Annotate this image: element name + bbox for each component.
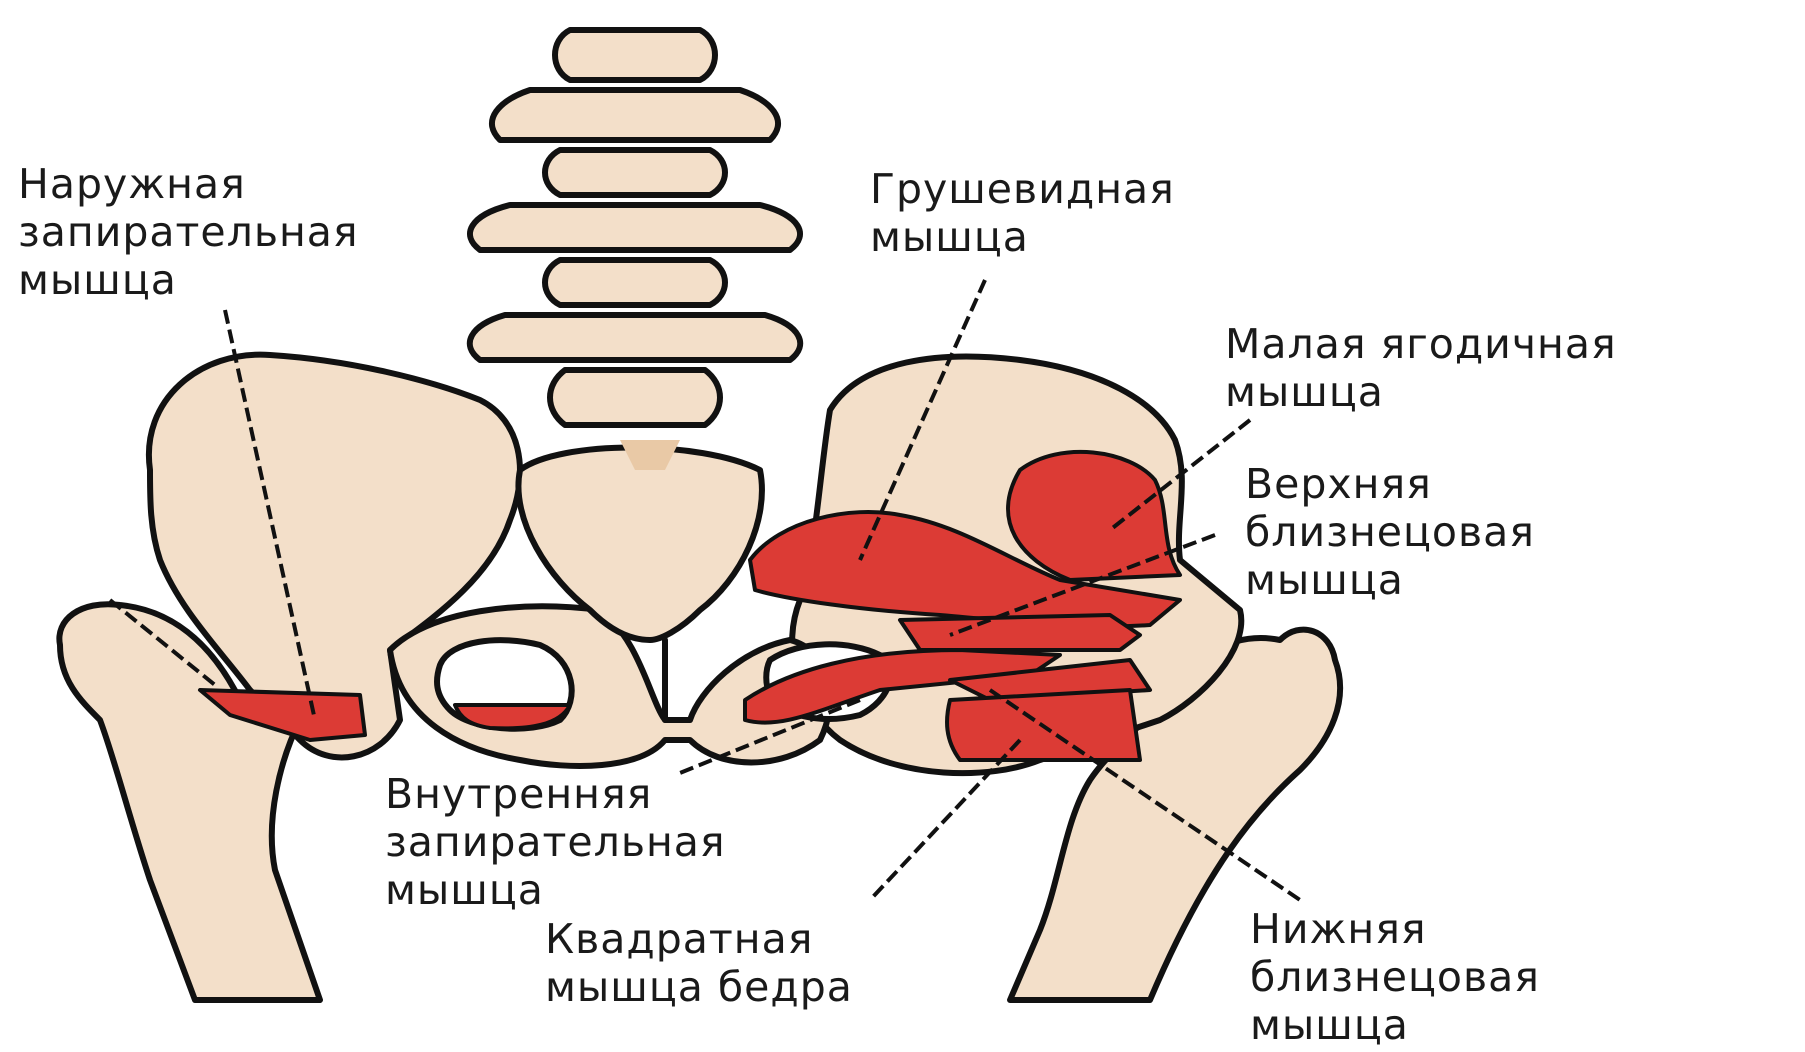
label-obturator-internus: Внутренняя запирательная мышца [385,770,726,914]
label-quadratus-femoris: Квадратная мышца бедра [545,915,853,1011]
label-gemellus-superior: Верхняя близнецовая мышца [1245,460,1535,604]
gemellus-superior-muscle [900,615,1140,650]
label-gemellus-inferior: Нижняя близнецовая мышца [1250,905,1540,1049]
lumbar-spine [470,30,800,425]
label-gluteus-minimus: Малая ягодичная мышца [1225,320,1617,416]
label-obturator-externus: Наружная запирательная мышца [18,160,359,304]
label-piriformis: Грушевидная мышца [870,165,1175,261]
